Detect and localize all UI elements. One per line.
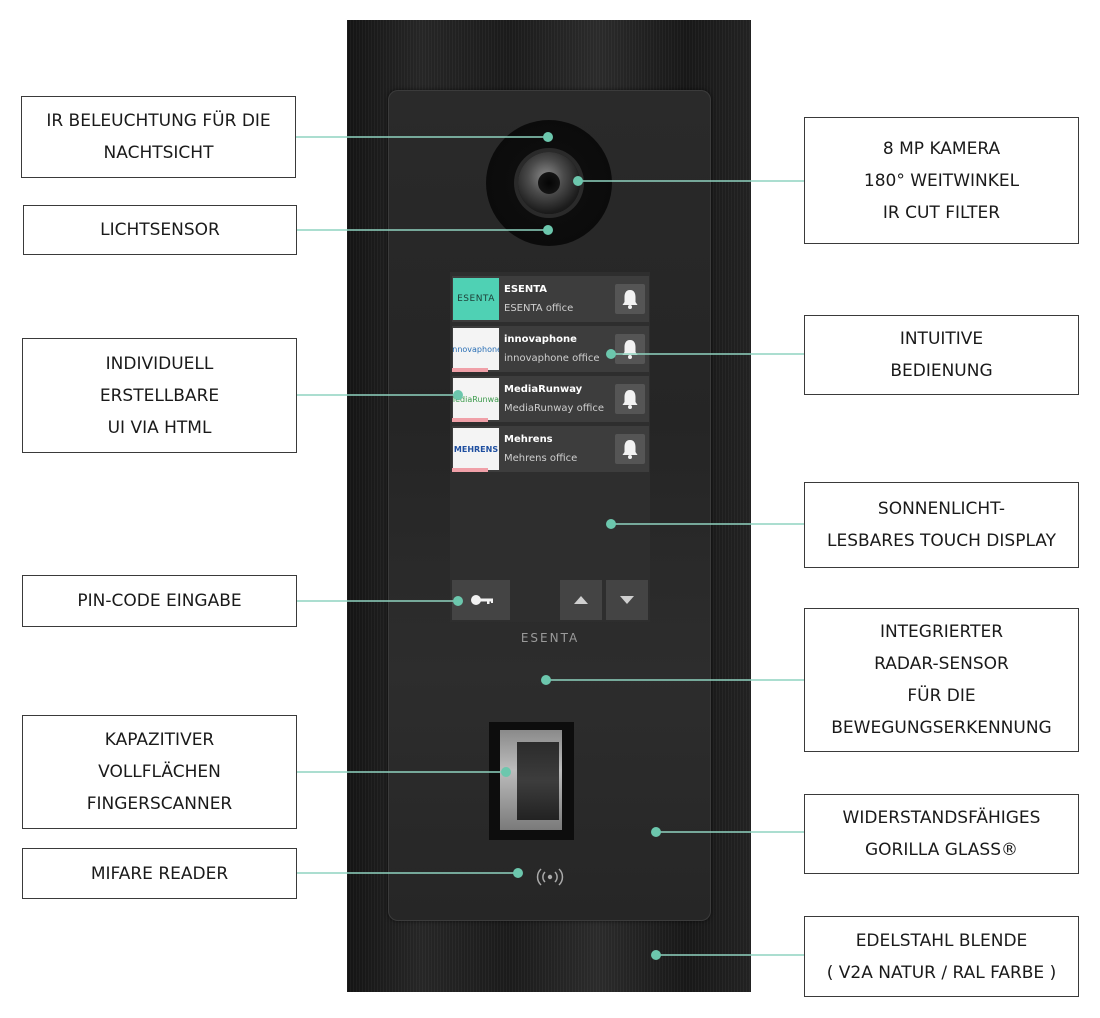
screen-entry[interactable]: innovaphone innovaphone innovaphone offi… bbox=[452, 326, 649, 372]
entry-office: innovaphone office bbox=[504, 353, 600, 364]
bell-button[interactable] bbox=[615, 334, 645, 364]
callout-line: UI VIA HTML bbox=[107, 417, 212, 438]
callout-line: IR CUT FILTER bbox=[882, 202, 1001, 223]
callout-display: SONNENLICHT- LESBARES TOUCH DISPLAY bbox=[804, 482, 1079, 568]
company-logo: MEHRENS bbox=[453, 428, 499, 470]
company-logo: MediaRunway bbox=[453, 378, 499, 420]
callout-line: INDIVIDUELL bbox=[105, 353, 214, 374]
callout-ir-beleuchtung: IR BELEUCHTUNG FÜR DIE NACHTSICHT bbox=[21, 96, 296, 178]
callout-line: GORILLA GLASS® bbox=[865, 840, 1018, 860]
callout-line: RADAR-SENSOR bbox=[874, 654, 1009, 674]
callout-line: 8 MP KAMERA bbox=[882, 138, 1001, 159]
entry-name: ESENTA bbox=[504, 284, 548, 295]
bell-icon bbox=[622, 290, 638, 309]
nfc-icon bbox=[536, 868, 564, 886]
callout-line: LESBARES TOUCH DISPLAY bbox=[826, 531, 1056, 551]
callout-line: MIFARE READER bbox=[90, 863, 229, 884]
callout-line: VOLLFLÄCHEN bbox=[98, 762, 221, 782]
arrow-down-icon bbox=[620, 596, 634, 604]
bell-icon bbox=[622, 440, 638, 459]
callout-radar: INTEGRIERTER RADAR-SENSOR FÜR DIE BEWEGU… bbox=[804, 608, 1079, 752]
callout-gorilla-glass: WIDERSTANDSFÄHIGES GORILLA GLASS® bbox=[804, 794, 1079, 874]
entry-name: innovaphone bbox=[504, 334, 577, 345]
callout-line: BEWEGUNGSERKENNUNG bbox=[831, 718, 1052, 738]
callout-line: EDELSTAHL BLENDE bbox=[855, 930, 1028, 951]
scroll-down-button[interactable] bbox=[606, 580, 648, 620]
entry-office: MediaRunway office bbox=[504, 403, 605, 414]
callout-fingerscanner: KAPAZITIVER VOLLFLÄCHEN FINGERSCANNER bbox=[22, 715, 297, 829]
callout-line: LICHTSENSOR bbox=[100, 220, 220, 240]
callout-line: INTEGRIERTER bbox=[879, 622, 1004, 642]
entry-office: ESENTA office bbox=[504, 303, 574, 314]
bell-button[interactable] bbox=[615, 384, 645, 414]
entry-office: Mehrens office bbox=[504, 453, 578, 464]
callout-line: IR BELEUCHTUNG FÜR DIE bbox=[46, 111, 271, 131]
entry-name: Mehrens bbox=[504, 434, 553, 445]
entry-name: MediaRunway bbox=[504, 384, 583, 395]
callout-edelstahl: EDELSTAHL BLENDE ( V2A NATUR / RAL FARBE… bbox=[804, 916, 1079, 997]
callout-line: NACHTSICHT bbox=[103, 143, 214, 163]
company-logo: ESENTA bbox=[453, 278, 499, 320]
logo-tag bbox=[452, 368, 488, 372]
callout-mifare: MIFARE READER bbox=[22, 848, 297, 899]
logo-tag bbox=[452, 468, 488, 472]
pin-code-button[interactable] bbox=[452, 580, 510, 620]
key-icon bbox=[471, 595, 493, 605]
logo-tag bbox=[452, 418, 488, 422]
brand-label: ESENTA bbox=[520, 631, 580, 645]
callout-line: FÜR DIE bbox=[907, 686, 976, 706]
callout-line: PIN-CODE EINGABE bbox=[77, 591, 242, 611]
camera-lens-core bbox=[538, 172, 560, 194]
callout-line: ( V2A NATUR / RAL FARBE ) bbox=[826, 962, 1057, 983]
scroll-up-button[interactable] bbox=[560, 580, 602, 620]
bell-button[interactable] bbox=[615, 284, 645, 314]
callout-kamera: 8 MP KAMERA 180° WEITWINKEL IR CUT FILTE… bbox=[804, 117, 1079, 244]
callout-line: WIDERSTANDSFÄHIGES bbox=[842, 808, 1041, 828]
arrow-up-icon bbox=[574, 596, 588, 604]
callout-line: BEDIENUNG bbox=[890, 361, 993, 381]
fingerprint-sensor[interactable] bbox=[517, 742, 559, 820]
screen-entry[interactable]: MEHRENS Mehrens Mehrens office bbox=[452, 426, 649, 472]
callout-bedienung: INTUITIVE BEDIENUNG bbox=[804, 315, 1079, 395]
callout-ui-html: INDIVIDUELL ERSTELLBARE UI VIA HTML bbox=[22, 338, 297, 453]
bell-icon bbox=[622, 390, 638, 409]
company-logo: innovaphone bbox=[453, 328, 499, 370]
callout-line: FINGERSCANNER bbox=[86, 794, 233, 814]
bell-button[interactable] bbox=[615, 434, 645, 464]
callout-line: SONNENLICHT- bbox=[877, 499, 1006, 519]
callout-line: ERSTELLBARE bbox=[99, 385, 220, 406]
nfc-reader[interactable] bbox=[530, 862, 570, 892]
bell-icon bbox=[622, 340, 638, 359]
screen-entry[interactable]: ESENTA ESENTA ESENTA office bbox=[452, 276, 649, 322]
callout-line: 180° WEITWINKEL bbox=[863, 170, 1020, 191]
callout-lichtsensor: LICHTSENSOR bbox=[23, 205, 297, 255]
callout-line: KAPAZITIVER bbox=[104, 730, 215, 750]
callout-line: INTUITIVE bbox=[899, 329, 984, 349]
screen-entry[interactable]: MediaRunway MediaRunway MediaRunway offi… bbox=[452, 376, 649, 422]
callout-pin-code: PIN-CODE EINGABE bbox=[22, 575, 297, 627]
